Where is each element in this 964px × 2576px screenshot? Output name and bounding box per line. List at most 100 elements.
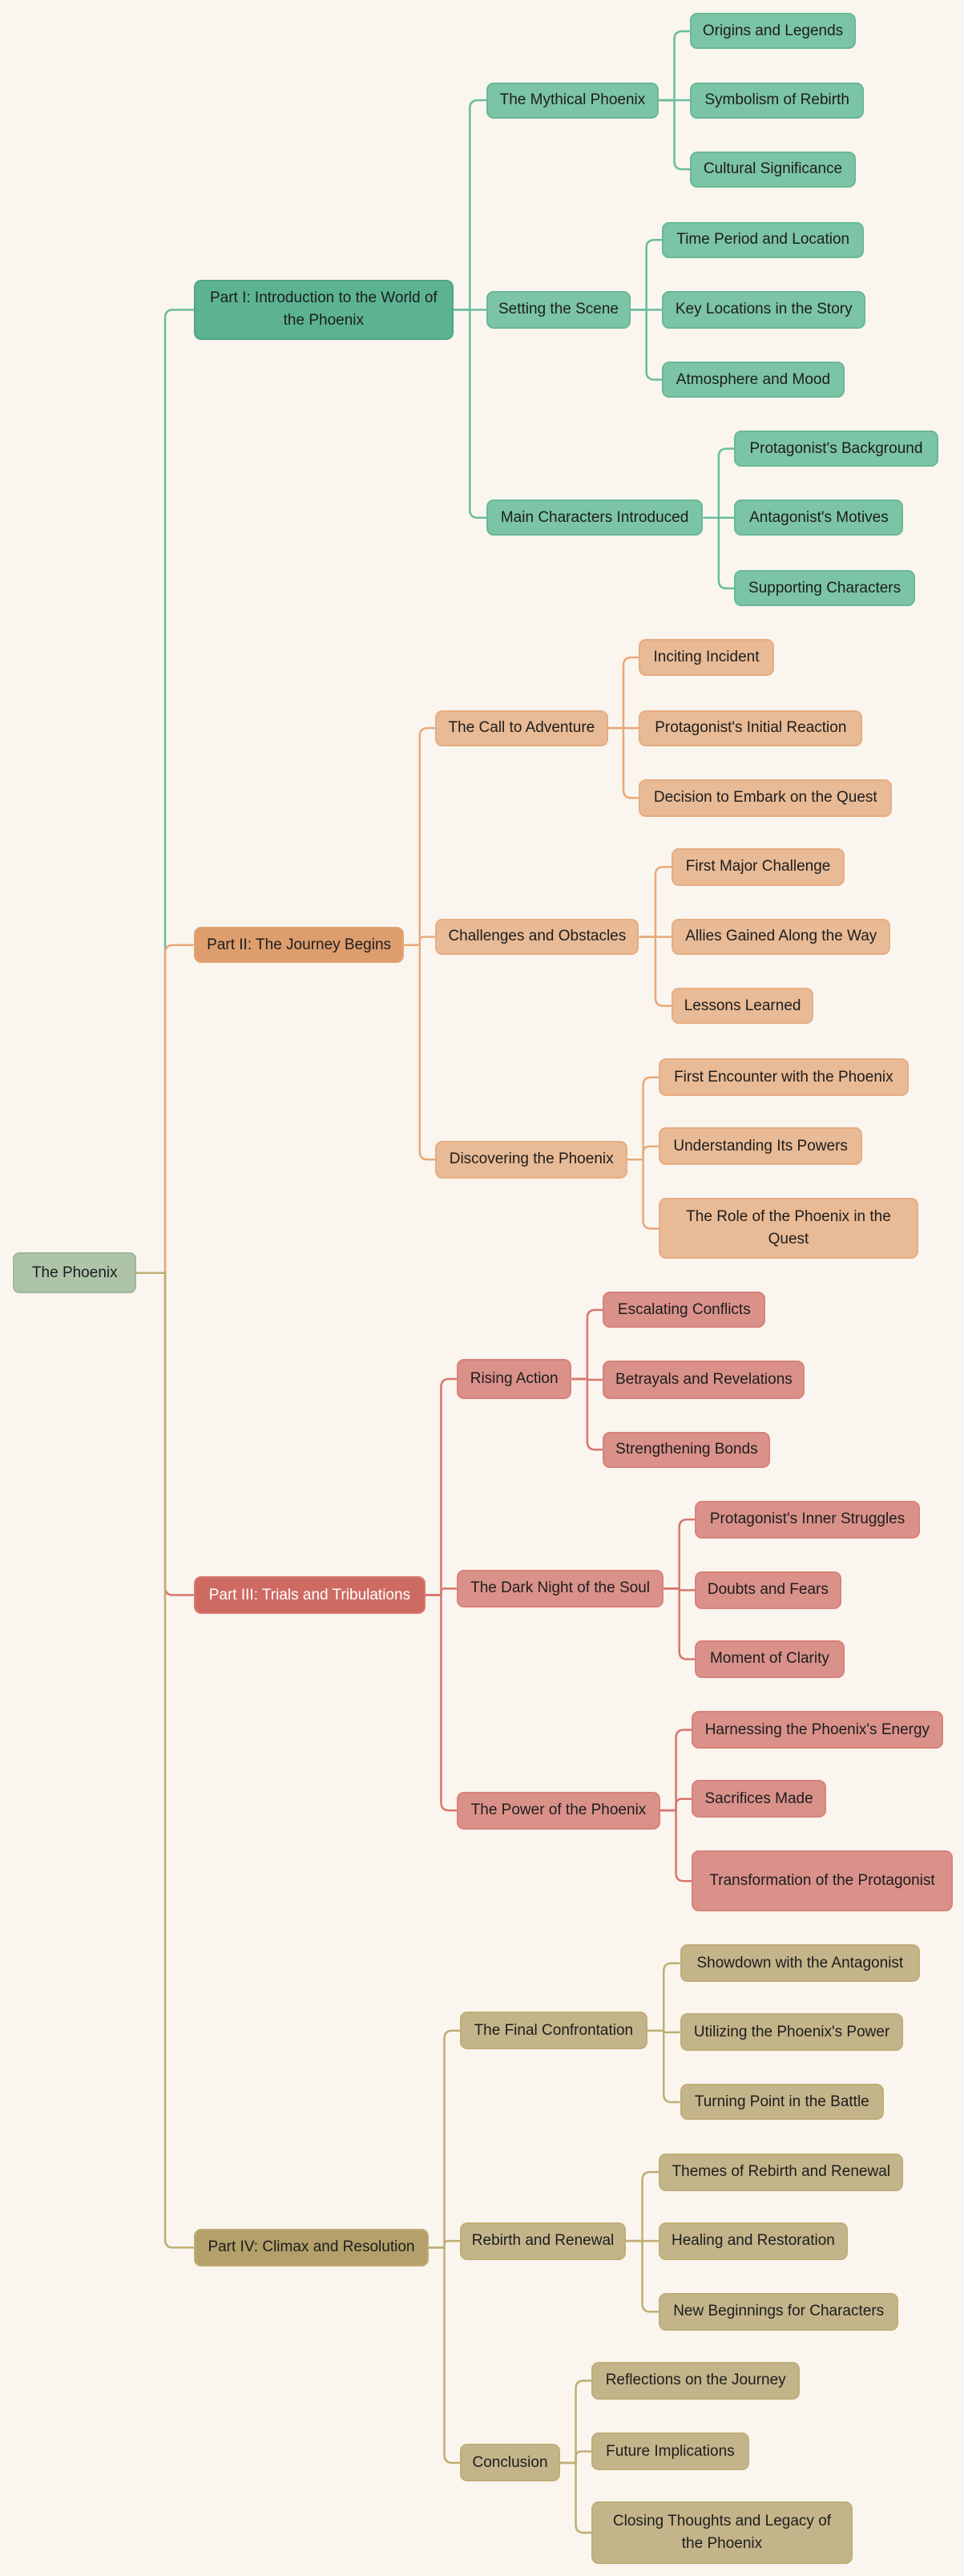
node-label: Healing and Restoration bbox=[671, 2232, 835, 2250]
connector-root-part-ii-the-journey-begins bbox=[136, 944, 194, 1274]
node-strengthening-bonds[interactable]: Strengthening Bonds bbox=[603, 1431, 771, 1468]
node-label: First Encounter with the Phoenix bbox=[674, 1068, 893, 1086]
node-first-encounter-with-the-phoenix[interactable]: First Encounter with the Phoenix bbox=[659, 1058, 909, 1097]
node-the-call-to-adventure[interactable]: The Call to Adventure bbox=[435, 710, 608, 746]
node-the-power-of-the-phoenix[interactable]: The Power of the Phoenix bbox=[456, 1791, 661, 1830]
connector-reflections-on-the-journey bbox=[560, 2380, 591, 2465]
node-discovering-the-phoenix[interactable]: Discovering the Phoenix bbox=[435, 1140, 628, 1179]
node-lessons-learned[interactable]: Lessons Learned bbox=[672, 988, 813, 1025]
node-challenges-and-obstacles[interactable]: Challenges and Obstacles bbox=[435, 918, 639, 956]
node-label: Themes of Rebirth and Renewal bbox=[672, 2163, 890, 2181]
node-new-beginnings-for-characters[interactable]: New Beginnings for Characters bbox=[659, 2292, 899, 2331]
node-label: Protagonist's Inner Struggles bbox=[709, 1510, 906, 1528]
node-label: Transformation of the Protagonist bbox=[709, 1872, 935, 1890]
connector-the-call-to-adventure bbox=[404, 726, 436, 946]
connector-showdown-with-the-antagonist bbox=[647, 1962, 680, 2032]
connector-discovering-the-phoenix bbox=[404, 944, 436, 1161]
node-the-phoenix[interactable]: The Phoenix bbox=[13, 1252, 137, 1294]
node-label: Part III: Trials and Tribulations bbox=[208, 1586, 411, 1603]
node-escalating-conflicts[interactable]: Escalating Conflicts bbox=[603, 1292, 766, 1328]
node-label: The Mythical Phoenix bbox=[499, 91, 646, 109]
node-label: Conclusion bbox=[472, 2453, 548, 2471]
node-conclusion[interactable]: Conclusion bbox=[460, 2444, 561, 2482]
node-reflections-on-the-journey[interactable]: Reflections on the Journey bbox=[591, 2361, 801, 2400]
node-label: Closing Thoughts and Legacy of the Phoen… bbox=[612, 2513, 832, 2553]
node-label: Rebirth and Renewal bbox=[471, 2232, 615, 2250]
node-utilizing-the-phoenix-s-power[interactable]: Utilizing the Phoenix's Power bbox=[680, 2013, 904, 2052]
node-label: Supporting Characters bbox=[748, 579, 901, 596]
connector-atmosphere-and-mood bbox=[631, 309, 663, 381]
node-label: Main Characters Introduced bbox=[500, 508, 689, 526]
node-atmosphere-and-mood[interactable]: Atmosphere and Mood bbox=[662, 362, 845, 398]
node-part-ii-the-journey-begins[interactable]: Part II: The Journey Begins bbox=[193, 927, 405, 964]
node-showdown-with-the-antagonist[interactable]: Showdown with the Antagonist bbox=[680, 1944, 920, 1983]
node-label: Moment of Clarity bbox=[709, 1650, 829, 1668]
node-cultural-significance[interactable]: Cultural Significance bbox=[690, 151, 857, 188]
node-label: The Final Confrontation bbox=[474, 2021, 634, 2039]
node-label: Origins and Legends bbox=[702, 22, 844, 39]
node-protagonist-s-background[interactable]: Protagonist's Background bbox=[734, 431, 938, 467]
node-label: Strengthening Bonds bbox=[615, 1441, 758, 1458]
node-betrayals-and-revelations[interactable]: Betrayals and Revelations bbox=[603, 1361, 805, 1399]
node-label: Betrayals and Revelations bbox=[615, 1370, 793, 1388]
node-label: Setting the Scene bbox=[498, 301, 619, 318]
connector-the-mythical-phoenix bbox=[453, 99, 486, 311]
connector-the-dark-night-of-the-soul bbox=[425, 1587, 457, 1596]
node-label: Symbolism of Rebirth bbox=[704, 91, 849, 109]
connector-first-encounter-with-the-phoenix bbox=[627, 1076, 659, 1161]
node-label: Escalating Conflicts bbox=[617, 1300, 751, 1318]
node-the-final-confrontation[interactable]: The Final Confrontation bbox=[460, 2012, 647, 2050]
node-doubts-and-fears[interactable]: Doubts and Fears bbox=[695, 1571, 841, 1609]
node-inciting-incident[interactable]: Inciting Incident bbox=[639, 639, 774, 676]
node-label: Atmosphere and Mood bbox=[676, 370, 831, 388]
node-harnessing-the-phoenix-s-energy[interactable]: Harnessing the Phoenix's Energy bbox=[692, 1711, 943, 1749]
node-main-characters-introduced[interactable]: Main Characters Introduced bbox=[486, 499, 704, 536]
node-transformation-of-the-protagonist[interactable]: Transformation of the Protagonist bbox=[692, 1850, 953, 1912]
node-symbolism-of-rebirth[interactable]: Symbolism of Rebirth bbox=[690, 82, 865, 119]
connector-inciting-incident bbox=[607, 656, 639, 730]
node-label: Harnessing the Phoenix's Energy bbox=[704, 1721, 930, 1738]
node-decision-to-embark-on-the-quest[interactable]: Decision to Embark on the Quest bbox=[639, 778, 893, 817]
connector-cultural-significance bbox=[659, 99, 690, 171]
node-future-implications[interactable]: Future Implications bbox=[591, 2432, 749, 2471]
node-healing-and-restoration[interactable]: Healing and Restoration bbox=[659, 2222, 848, 2260]
node-closing-thoughts-and-legacy-of-the-phoenix[interactable]: Closing Thoughts and Legacy of the Phoen… bbox=[591, 2501, 853, 2564]
node-protagonist-s-inner-struggles[interactable]: Protagonist's Inner Struggles bbox=[695, 1500, 920, 1539]
node-antagonist-s-motives[interactable]: Antagonist's Motives bbox=[734, 499, 904, 536]
connector-sacrifices-made bbox=[660, 1798, 692, 1812]
node-part-iii-trials-and-tribulations[interactable]: Part III: Trials and Tribulations bbox=[193, 1575, 426, 1615]
node-time-period-and-location[interactable]: Time Period and Location bbox=[662, 221, 865, 258]
node-rebirth-and-renewal[interactable]: Rebirth and Renewal bbox=[460, 2222, 627, 2260]
connector-root-part-i-introduction-to-the-world-of-the-phoenix bbox=[136, 309, 194, 1274]
node-part-i-introduction-to-the-world-of-the-phoenix[interactable]: Part I: Introduction to the World of the… bbox=[193, 279, 454, 341]
node-key-locations-in-the-story[interactable]: Key Locations in the Story bbox=[662, 290, 866, 329]
node-first-major-challenge[interactable]: First Major Challenge bbox=[672, 847, 845, 886]
node-rising-action[interactable]: Rising Action bbox=[456, 1359, 572, 1399]
node-label: Cultural Significance bbox=[703, 160, 843, 178]
node-themes-of-rebirth-and-renewal[interactable]: Themes of Rebirth and Renewal bbox=[659, 2153, 904, 2191]
node-setting-the-scene[interactable]: Setting the Scene bbox=[486, 290, 631, 329]
connector-turning-point-in-the-battle bbox=[647, 2029, 680, 2104]
node-the-dark-night-of-the-soul[interactable]: The Dark Night of the Soul bbox=[456, 1569, 664, 1607]
node-sacrifices-made[interactable]: Sacrifices Made bbox=[692, 1780, 827, 1818]
node-the-mythical-phoenix[interactable]: The Mythical Phoenix bbox=[486, 82, 659, 119]
node-label: Allies Gained Along the Way bbox=[685, 928, 877, 945]
node-supporting-characters[interactable]: Supporting Characters bbox=[734, 570, 915, 607]
node-turning-point-in-the-battle[interactable]: Turning Point in the Battle bbox=[680, 2084, 884, 2121]
node-understanding-its-powers[interactable]: Understanding Its Powers bbox=[659, 1127, 863, 1166]
node-part-iv-climax-and-resolution[interactable]: Part IV: Climax and Resolution bbox=[193, 2228, 430, 2267]
node-label: Sacrifices Made bbox=[704, 1789, 813, 1807]
connector-protagonist-s-background bbox=[703, 447, 735, 519]
node-label: Key Locations in the Story bbox=[675, 301, 853, 318]
node-moment-of-clarity[interactable]: Moment of Clarity bbox=[695, 1640, 845, 1679]
connector-rising-action bbox=[425, 1377, 457, 1596]
connector-protagonist-s-inner-struggles bbox=[664, 1518, 696, 1590]
node-label: Part IV: Climax and Resolution bbox=[208, 2238, 415, 2256]
node-label: Protagonist's Initial Reaction bbox=[655, 719, 847, 737]
node-the-role-of-the-phoenix-in-the-quest[interactable]: The Role of the Phoenix in the Quest bbox=[659, 1198, 918, 1260]
connector-conclusion bbox=[429, 2246, 460, 2465]
node-origins-and-legends[interactable]: Origins and Legends bbox=[690, 13, 857, 50]
node-allies-gained-along-the-way[interactable]: Allies Gained Along the Way bbox=[672, 918, 891, 956]
node-protagonist-s-initial-reaction[interactable]: Protagonist's Initial Reaction bbox=[639, 710, 863, 746]
connector-challenges-and-obstacles bbox=[404, 936, 436, 946]
